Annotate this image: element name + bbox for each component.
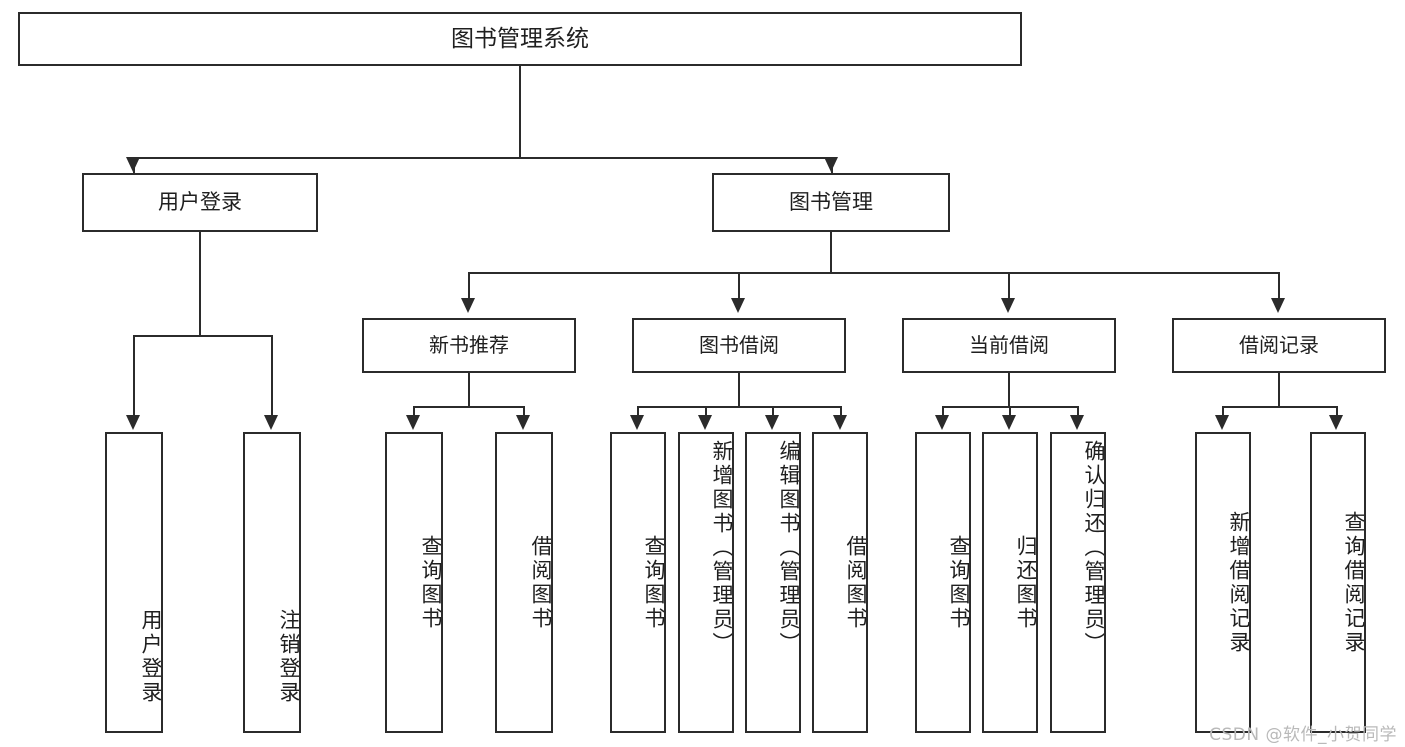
connector-book-borrow-leaf-4 — [840, 406, 842, 418]
arrow-new-book-leaf-2 — [516, 415, 530, 430]
leaf-add-book-admin[interactable]: 新增图书（管理员） — [678, 432, 734, 733]
leaf-label: 查询图书 — [642, 534, 666, 631]
leaf-label: 借阅图书 — [844, 534, 868, 631]
node-label: 当前借阅 — [969, 333, 1049, 357]
connector-book-borrow-stem — [738, 373, 740, 407]
arrow-current-borrow-leaf-2 — [1002, 415, 1016, 430]
connector-user-login-leaf-2 — [271, 335, 273, 417]
leaf-query-book-new[interactable]: 查询图书 — [385, 432, 443, 733]
arrow-new-book-leaf-1 — [406, 415, 420, 430]
connector-user-login-bar — [133, 335, 273, 337]
node-new-book-recommend[interactable]: 新书推荐 — [362, 318, 576, 373]
arrow-current-borrow-leaf-3 — [1070, 415, 1084, 430]
connector-root-stem — [519, 66, 521, 158]
connector-book-management-bar — [468, 272, 1280, 274]
leaf-edit-book-admin[interactable]: 编辑图书（管理员） — [745, 432, 801, 733]
connector-borrow-record-stem — [1278, 373, 1280, 407]
connector-current-borrow-leaf-2 — [1009, 406, 1011, 418]
node-label: 图书管理 — [789, 190, 873, 215]
leaf-label: 查询图书 — [947, 534, 971, 631]
leaf-label: 查询借阅记录 — [1342, 510, 1366, 655]
arrow-current-borrow-leaf-1 — [935, 415, 949, 430]
arrow-root-to-user-login — [126, 157, 140, 172]
connector-bm-to-new-book — [468, 272, 470, 300]
leaf-label: 注销登录 — [277, 609, 301, 705]
connector-root-bar — [133, 157, 833, 159]
connector-borrow-record-bar — [1222, 406, 1338, 408]
csdn-watermark: CSDN @软件_小贺同学 — [1209, 725, 1397, 745]
connector-bm-to-book-borrow — [738, 272, 740, 300]
arrow-user-login-leaf-1 — [126, 415, 140, 430]
connector-current-borrow-leaf-3 — [1077, 406, 1079, 418]
arrow-bm-to-current-borrow — [1001, 298, 1015, 313]
leaf-query-borrow-record[interactable]: 查询借阅记录 — [1310, 432, 1366, 733]
leaf-label: 用户登录 — [139, 609, 163, 705]
node-label: 图书借阅 — [699, 333, 779, 357]
connector-current-borrow-stem — [1008, 373, 1010, 407]
leaf-label: 新增借阅记录 — [1227, 510, 1251, 655]
node-book-borrow[interactable]: 图书借阅 — [632, 318, 846, 373]
arrow-root-to-book-management — [824, 157, 838, 172]
connector-user-login-leaf-1 — [133, 335, 135, 417]
connector-new-book-stem — [468, 373, 470, 407]
connector-current-borrow-leaf-1 — [942, 406, 944, 418]
leaf-label: 借阅图书 — [529, 534, 553, 631]
arrow-bm-to-borrow-record — [1271, 298, 1285, 313]
arrow-book-borrow-leaf-4 — [833, 415, 847, 430]
node-book-management[interactable]: 图书管理 — [712, 173, 950, 232]
leaf-user-login[interactable]: 用户登录 — [105, 432, 163, 733]
node-label: 用户登录 — [158, 190, 242, 215]
connector-new-book-leaf-1 — [413, 406, 415, 418]
connector-new-book-leaf-2 — [523, 406, 525, 418]
connector-borrow-record-leaf-1 — [1222, 406, 1224, 418]
arrow-borrow-record-leaf-1 — [1215, 415, 1229, 430]
leaf-label: 编辑图书（管理员） — [777, 440, 801, 656]
leaf-borrow-book-new[interactable]: 借阅图书 — [495, 432, 553, 733]
arrow-book-borrow-leaf-3 — [765, 415, 779, 430]
node-user-login[interactable]: 用户登录 — [82, 173, 318, 232]
leaf-return-book[interactable]: 归还图书 — [982, 432, 1038, 733]
arrow-user-login-leaf-2 — [264, 415, 278, 430]
arrow-bm-to-new-book — [461, 298, 475, 313]
leaf-logout[interactable]: 注销登录 — [243, 432, 301, 733]
arrow-borrow-record-leaf-2 — [1329, 415, 1343, 430]
connector-book-borrow-bar — [637, 406, 842, 408]
node-root-book-management-system[interactable]: 图书管理系统 — [18, 12, 1022, 66]
leaf-confirm-return-admin[interactable]: 确认归还（管理员） — [1050, 432, 1106, 733]
arrow-book-borrow-leaf-2 — [698, 415, 712, 430]
leaf-label: 查询图书 — [419, 534, 443, 631]
leaf-add-borrow-record[interactable]: 新增借阅记录 — [1195, 432, 1251, 733]
leaf-query-book-current[interactable]: 查询图书 — [915, 432, 971, 733]
leaf-label: 新增图书（管理员） — [710, 440, 734, 656]
connector-borrow-record-leaf-2 — [1336, 406, 1338, 418]
leaf-query-book-borrow[interactable]: 查询图书 — [610, 432, 666, 733]
arrow-bm-to-book-borrow — [731, 298, 745, 313]
node-borrow-record[interactable]: 借阅记录 — [1172, 318, 1386, 373]
leaf-borrow-book[interactable]: 借阅图书 — [812, 432, 868, 733]
connector-book-borrow-leaf-2 — [705, 406, 707, 418]
connector-bm-to-current-borrow — [1008, 272, 1010, 300]
connector-bm-to-borrow-record — [1278, 272, 1280, 300]
connector-book-borrow-leaf-1 — [637, 406, 639, 418]
connector-book-borrow-leaf-3 — [772, 406, 774, 418]
node-current-borrow[interactable]: 当前借阅 — [902, 318, 1116, 373]
leaf-label: 确认归还（管理员） — [1082, 440, 1106, 656]
node-label: 图书管理系统 — [451, 25, 589, 52]
arrow-book-borrow-leaf-1 — [630, 415, 644, 430]
connector-new-book-bar — [413, 406, 525, 408]
connector-book-management-stem — [830, 232, 832, 274]
node-label: 借阅记录 — [1239, 333, 1319, 357]
node-label: 新书推荐 — [429, 333, 509, 357]
connector-user-login-stem — [199, 232, 201, 336]
leaf-label: 归还图书 — [1014, 534, 1038, 631]
